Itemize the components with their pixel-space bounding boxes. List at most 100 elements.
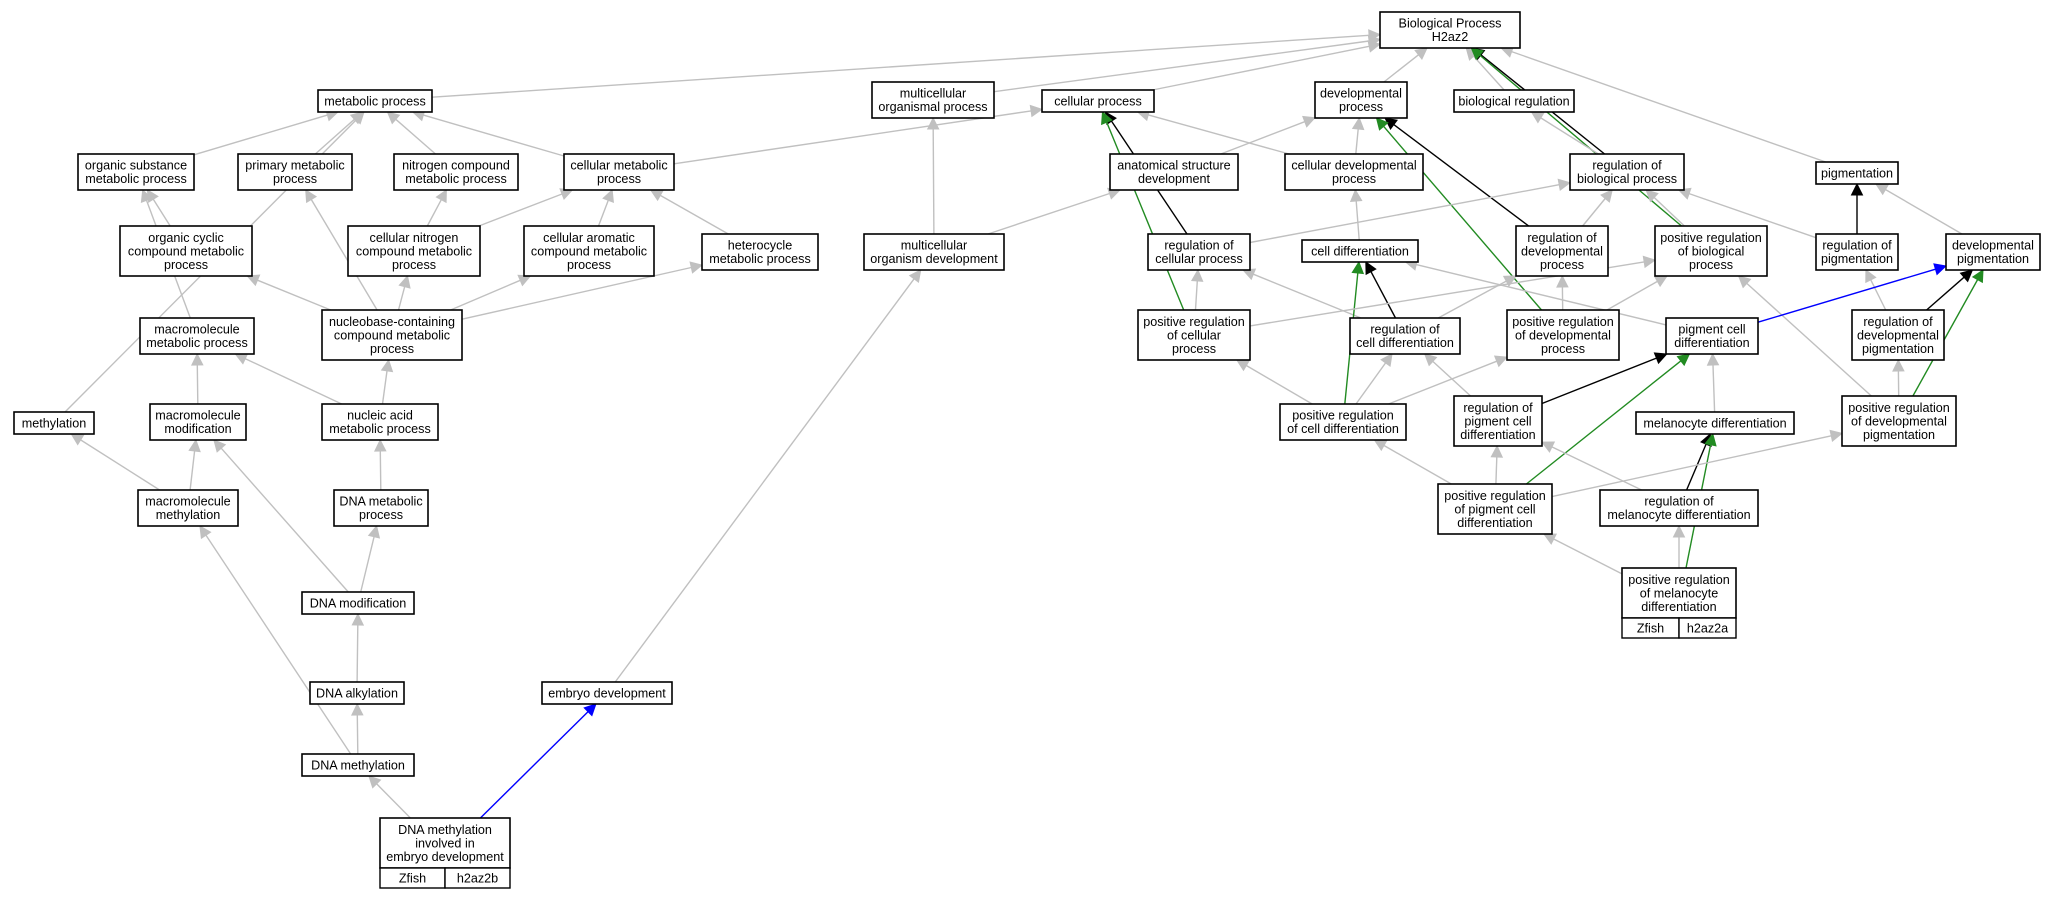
node-label-line: of biological (1678, 244, 1745, 258)
edge-pos_reg_melanocyte_diff-to-pos_reg_pigment_cell_diff (1542, 533, 1623, 575)
species-tag[interactable]: Zfish (379, 867, 446, 889)
node-label-line: organic substance (85, 159, 187, 173)
node-box (1109, 153, 1239, 191)
arrowhead (517, 274, 532, 287)
edge-reg_cell_diff-to-cell_differentiation (1365, 261, 1397, 319)
edge-reg_dev_pigmentation-to-developmental_pigmentation (1926, 269, 1974, 311)
arrowhead (1540, 441, 1556, 453)
node-label-line: Biological Process (1399, 17, 1502, 31)
node-label-line: compound metabolic (356, 244, 472, 258)
species-tag[interactable]: Zfish (1621, 617, 1680, 639)
edge-reg_cellular_process-to-reg_bio_process (1249, 178, 1572, 244)
edge-pos_reg_melanocyte_diff-to-reg_melanocyte_diff (1672, 524, 1686, 568)
node-cellular_process[interactable]: cellular process (1041, 89, 1155, 113)
node-biological_regulation[interactable]: biological regulation (1453, 89, 1575, 113)
arrowhead (234, 353, 249, 365)
node-label-line: organism development (870, 252, 998, 266)
edge-pos_reg_cell_diff-to-pos_reg_dev_process (1388, 355, 1509, 405)
node-dna_alkylation[interactable]: DNA alkylation (309, 681, 405, 705)
edge-pigmentation-to-root (1500, 45, 1826, 163)
node-embryo_development[interactable]: embryo development (541, 681, 673, 705)
arrowhead (1933, 263, 1948, 276)
node-label-line: metabolic process (709, 252, 811, 266)
arrowhead (1530, 111, 1545, 124)
node-box (701, 233, 819, 271)
edge-anatomical_structure-to-developmental_process (1220, 115, 1317, 155)
node-dna_methylation[interactable]: DNA methylation (301, 753, 415, 777)
node-melanocyte_diff[interactable]: melanocyte differentiation (1635, 411, 1795, 435)
node-label-line: biological process (1577, 172, 1677, 186)
arrowhead (1367, 40, 1382, 53)
edge-cellular_process-to-root (1152, 40, 1382, 91)
edge-pos_reg_dev_pigmentation-to-pos_reg_bio_process (1737, 275, 1872, 397)
node-label-line: macromolecule (145, 495, 230, 509)
node-metabolic[interactable]: metabolic process (317, 89, 433, 113)
edge-pigment_cell_diff-to-developmental_pigmentation (1757, 263, 1948, 323)
node-box (1314, 81, 1408, 119)
gene-tag[interactable]: h2az2a (1678, 617, 1737, 639)
edge-melanocyte_diff-to-pigment_cell_diff (1706, 352, 1720, 413)
edge-reg_melanocyte_diff-to-reg_pigment_cell_diff (1540, 441, 1642, 491)
node-label-line: positive regulation (1512, 315, 1614, 329)
node-box (1569, 153, 1685, 191)
node-box (301, 591, 415, 615)
node-box (137, 489, 239, 527)
node-box (347, 225, 481, 277)
node-methylation[interactable]: methylation (13, 411, 95, 435)
node-dna_modification[interactable]: DNA modification (301, 591, 415, 615)
node-box (1147, 233, 1251, 271)
node-label-line: regulation of (1644, 495, 1714, 509)
edge-dna_metabolic-to-nucleic_acid (373, 438, 387, 491)
node-label-line: multicellular (900, 87, 967, 101)
gene-tag[interactable]: h2az2b (444, 867, 511, 889)
edge-pos_reg_bio_process-to-root (1470, 47, 1682, 227)
node-label-line: regulation of (1592, 159, 1662, 173)
arrowhead (1892, 358, 1905, 372)
node-pigmentation[interactable]: pigmentation (1815, 161, 1899, 185)
edge-pos_reg_dev_pigmentation-to-reg_dev_pigmentation (1892, 358, 1905, 397)
node-cell_differentiation[interactable]: cell differentiation (1301, 239, 1419, 263)
node-box (333, 489, 429, 527)
arrowhead (368, 775, 382, 789)
node-label-line: regulation of (1164, 239, 1234, 253)
